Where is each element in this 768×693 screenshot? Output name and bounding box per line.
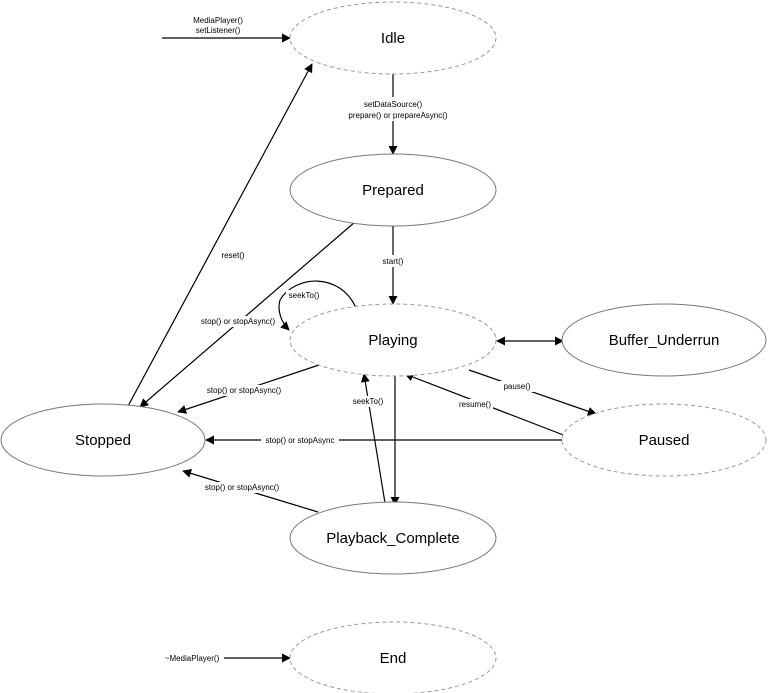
state-buffer-underrun-label: Buffer_Underrun (609, 332, 720, 349)
state-buffer-underrun: Buffer_Underrun (561, 303, 767, 377)
label-pause: pause() (503, 382, 530, 391)
state-playing-label: Playing (368, 332, 417, 349)
edge-complete-to-playing (360, 373, 386, 504)
state-paused: Paused (561, 403, 767, 477)
label-prepared-stop: stop() or stopAsync() (201, 317, 276, 326)
label-paused-stop: stop() or stopAsync (266, 436, 335, 445)
edge-stopped-to-idle (126, 63, 313, 409)
state-playback-complete: Playback_Complete (289, 501, 497, 575)
state-stopped: Stopped (0, 403, 206, 477)
state-paused-label: Paused (639, 432, 690, 449)
label-complete-stop: stop() or stopAsync() (205, 483, 280, 492)
label-seek-complete: seekTo() (353, 397, 384, 406)
state-idle: Idle (289, 1, 497, 75)
state-prepared-label: Prepared (362, 182, 424, 199)
label-init-line2: setListener() (196, 26, 241, 35)
label-start: start() (383, 257, 404, 266)
label-init-line1: MediaPlayer() (193, 16, 243, 25)
state-playback-complete-label: Playback_Complete (326, 530, 459, 547)
state-stopped-label: Stopped (75, 432, 131, 449)
state-playing: Playing (289, 303, 497, 377)
label-idle-to-prepared-line2: prepare() or prepareAsync() (348, 111, 447, 120)
label-seek-playing: seekTo() (289, 291, 320, 300)
edge-playing-self-loop (278, 280, 357, 331)
label-destructor: ~MediaPlayer() (165, 654, 220, 663)
label-reset: reset() (221, 251, 244, 260)
label-playing-stop: stop() or stopAsync() (207, 386, 282, 395)
state-end: End (289, 621, 497, 693)
edge-prepared-to-stopped (139, 221, 356, 408)
label-resume: resume() (459, 400, 491, 409)
state-prepared: Prepared (289, 153, 497, 227)
state-idle-label: Idle (381, 30, 405, 47)
state-end-label: End (380, 650, 407, 667)
label-idle-to-prepared-line1: setDataSource() (364, 100, 423, 109)
